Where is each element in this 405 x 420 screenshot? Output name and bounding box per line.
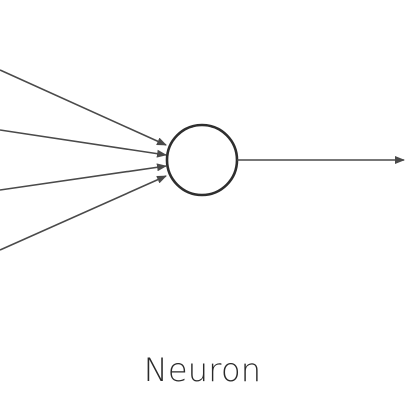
input-arrow-2 <box>0 129 167 158</box>
input-arrow-1 <box>0 69 167 146</box>
neuron-node <box>165 123 239 197</box>
input-arrow-4 <box>0 175 167 251</box>
diagram-caption: Neuron <box>143 351 262 389</box>
input-arrow-3 <box>0 163 167 191</box>
